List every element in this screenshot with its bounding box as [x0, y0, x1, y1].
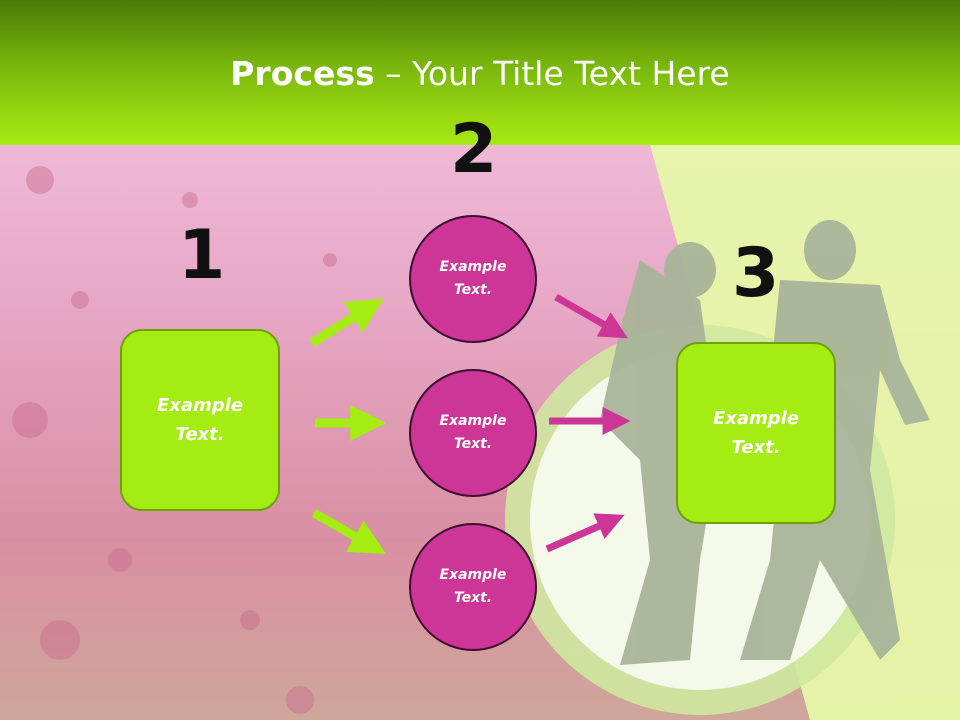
step-number-3: 3 — [732, 234, 780, 313]
step-number-1: 1 — [178, 216, 226, 295]
step-number-2: 2 — [450, 110, 498, 189]
arrow-box1-to-circle-bot — [311, 509, 387, 555]
arrow-circle-top-to-box3 — [554, 293, 628, 339]
slide-title: Process – Your Title Text Here — [0, 54, 960, 93]
title-bold: Process — [230, 54, 375, 93]
arrow-box1-to-circle-top — [309, 298, 384, 347]
title-rest: – Your Title Text Here — [374, 54, 730, 93]
title-bar — [0, 0, 960, 145]
arrow-circle-bot-to-box3 — [545, 513, 625, 553]
